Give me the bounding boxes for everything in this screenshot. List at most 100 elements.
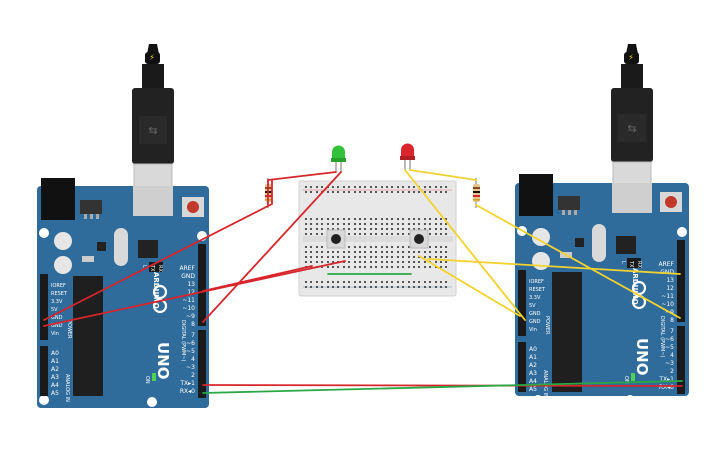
breadboard-hole-215[interactable] <box>445 251 447 253</box>
breadboard-hole-322[interactable] <box>440 281 442 283</box>
wire-yellow-button-5v[interactable] <box>418 255 521 317</box>
wire-yellow-led-gnd[interactable] <box>404 169 526 321</box>
wire-red-pin12-bb[interactable] <box>202 265 313 292</box>
breadboard-hole-26[interactable] <box>445 186 447 188</box>
breadboard-hole-300[interactable] <box>321 281 323 283</box>
breadboard-hole-297[interactable] <box>305 281 307 283</box>
breadboard-hole-74[interactable] <box>413 218 415 220</box>
breadboard-hole-111[interactable] <box>321 228 323 230</box>
breadboard-hole-108[interactable] <box>305 228 307 230</box>
breadboard-hole-227[interactable] <box>364 256 366 258</box>
breadboard-hole-48[interactable] <box>418 191 420 193</box>
breadboard-hole-288[interactable] <box>402 266 404 268</box>
breadboard-hole-224[interactable] <box>348 256 350 258</box>
breadboard-hole-346[interactable] <box>424 286 426 288</box>
breadboard-hole-350[interactable] <box>445 286 447 288</box>
breadboard-hole-57[interactable] <box>321 218 323 220</box>
breadboard-hole-193[interactable] <box>327 251 329 253</box>
breadboard-hole-220[interactable] <box>327 256 329 258</box>
breadboard-hole-135[interactable] <box>305 233 307 235</box>
breadboard-hole-107[interactable] <box>445 223 447 225</box>
breadboard-hole-6[interactable] <box>337 186 339 188</box>
breadboard-hole-18[interactable] <box>402 186 404 188</box>
breadboard-hole-73[interactable] <box>408 218 410 220</box>
breadboard-hole-71[interactable] <box>397 218 399 220</box>
breadboard-hole-241[interactable] <box>440 256 442 258</box>
breadboard-hole-115[interactable] <box>343 228 345 230</box>
breadboard-hole-1[interactable] <box>310 186 312 188</box>
breadboard-hole-125[interactable] <box>397 228 399 230</box>
breadboard-hole-212[interactable] <box>429 251 431 253</box>
breadboard-hole-204[interactable] <box>386 251 388 253</box>
breadboard-hole-264[interactable] <box>418 261 420 263</box>
breadboard-hole-55[interactable] <box>310 218 312 220</box>
breadboard-hole-218[interactable] <box>316 256 318 258</box>
breadboard-hole-69[interactable] <box>386 218 388 220</box>
breadboard-hole-112[interactable] <box>327 228 329 230</box>
breadboard-hole-98[interactable] <box>397 223 399 225</box>
breadboard-hole-67[interactable] <box>375 218 377 220</box>
breadboard-hole-122[interactable] <box>381 228 383 230</box>
breadboard-hole-47[interactable] <box>413 191 415 193</box>
breadboard-hole-29[interactable] <box>316 191 318 193</box>
wire-yellow-led-resistor[interactable] <box>409 169 477 181</box>
breadboard-hole-58[interactable] <box>327 218 329 220</box>
breadboard-hole-313[interactable] <box>391 281 393 283</box>
breadboard-hole-5[interactable] <box>332 186 334 188</box>
breadboard-hole-103[interactable] <box>424 223 426 225</box>
breadboard-hole-99[interactable] <box>402 223 404 225</box>
pushbutton-left[interactable] <box>326 229 346 249</box>
breadboard-hole-263[interactable] <box>413 261 415 263</box>
breadboard-hole-248[interactable] <box>332 261 334 263</box>
breadboard-hole-230[interactable] <box>381 256 383 258</box>
breadboard-hole-94[interactable] <box>375 223 377 225</box>
breadboard-hole-239[interactable] <box>429 256 431 258</box>
breadboard-hole-172[interactable] <box>359 246 361 248</box>
breadboard-hole-187[interactable] <box>440 246 442 248</box>
breadboard-hole-127[interactable] <box>408 228 410 230</box>
breadboard-hole-90[interactable] <box>354 223 356 225</box>
breadboard-hole-15[interactable] <box>386 186 388 188</box>
breadboard-hole-114[interactable] <box>337 228 339 230</box>
breadboard-hole-86[interactable] <box>332 223 334 225</box>
breadboard-hole-221[interactable] <box>332 256 334 258</box>
breadboard-hole-329[interactable] <box>332 286 334 288</box>
breadboard-hole-81[interactable] <box>305 223 307 225</box>
breadboard-hole-308[interactable] <box>364 281 366 283</box>
breadboard-hole-342[interactable] <box>402 286 404 288</box>
breadboard-hole-97[interactable] <box>391 223 393 225</box>
breadboard-hole-274[interactable] <box>327 266 329 268</box>
breadboard-hole-331[interactable] <box>343 286 345 288</box>
breadboard-hole-20[interactable] <box>413 186 415 188</box>
breadboard-hole-327[interactable] <box>321 286 323 288</box>
breadboard-hole-203[interactable] <box>381 251 383 253</box>
breadboard-hole-211[interactable] <box>424 251 426 253</box>
breadboard-hole-336[interactable] <box>370 286 372 288</box>
breadboard-hole-36[interactable] <box>354 191 356 193</box>
breadboard-hole-229[interactable] <box>375 256 377 258</box>
breadboard-hole-105[interactable] <box>435 223 437 225</box>
breadboard-hole-242[interactable] <box>445 256 447 258</box>
breadboard-hole-337[interactable] <box>375 286 377 288</box>
breadboard-hole-296[interactable] <box>445 266 447 268</box>
breadboard-hole-291[interactable] <box>418 266 420 268</box>
breadboard-hole-320[interactable] <box>429 281 431 283</box>
wire-red-gnd-bb[interactable] <box>43 260 346 327</box>
breadboard-hole-246[interactable] <box>321 261 323 263</box>
breadboard-hole-162[interactable] <box>305 246 307 248</box>
breadboard-hole-149[interactable] <box>381 233 383 235</box>
breadboard-hole-120[interactable] <box>370 228 372 230</box>
breadboard-hole-41[interactable] <box>381 191 383 193</box>
breadboard-hole-70[interactable] <box>391 218 393 220</box>
breadboard-hole-22[interactable] <box>424 186 426 188</box>
breadboard-hole-275[interactable] <box>332 266 334 268</box>
breadboard-hole-349[interactable] <box>440 286 442 288</box>
breadboard-hole-319[interactable] <box>424 281 426 283</box>
breadboard-hole-213[interactable] <box>435 251 437 253</box>
breadboard-hole-256[interactable] <box>375 261 377 263</box>
breadboard-hole-279[interactable] <box>354 266 356 268</box>
breadboard-hole-340[interactable] <box>391 286 393 288</box>
breadboard-hole-123[interactable] <box>386 228 388 230</box>
breadboard-hole-267[interactable] <box>435 261 437 263</box>
breadboard-hole-228[interactable] <box>370 256 372 258</box>
